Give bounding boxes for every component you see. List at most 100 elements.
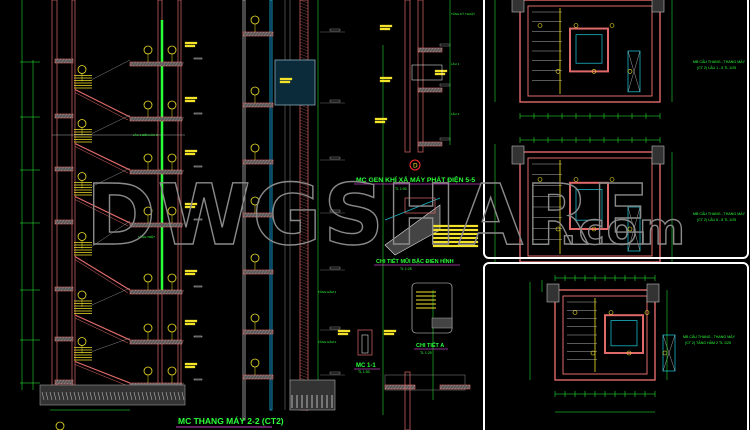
hatch-line — [144, 289, 149, 295]
hatch-line — [426, 141, 431, 147]
level-bubble-icon — [143, 153, 153, 163]
level-label: LẦU 2 — [451, 112, 460, 116]
hatch-line — [432, 87, 437, 93]
annotation-note — [184, 362, 198, 366]
nose-scale: TL 1:25 — [400, 267, 412, 271]
handrail — [91, 114, 131, 134]
annotation-note — [434, 72, 446, 76]
hatch-line — [180, 61, 185, 67]
foundation-pile — [153, 391, 157, 401]
hatch-line — [438, 87, 443, 93]
level-bubble-icon — [143, 323, 153, 333]
hatch-line — [257, 102, 262, 108]
hatch-line — [66, 379, 71, 385]
handrail — [91, 59, 131, 80]
hatch-line — [299, 260, 309, 265]
hatch-line — [242, 159, 247, 165]
hatch-line — [66, 113, 71, 119]
hatch-line — [63, 379, 68, 385]
nose-detail-frame — [411, 282, 453, 334]
level-bubble-icon — [77, 65, 87, 74]
level-mark — [193, 285, 203, 288]
hatch-line — [248, 329, 253, 335]
light-fixture-icon — [537, 23, 543, 28]
hatch-line — [257, 374, 262, 380]
hatch-line — [299, 188, 309, 193]
hatch-line — [159, 289, 164, 295]
hatch-line — [299, 206, 309, 211]
hatch-line — [445, 384, 450, 390]
hatch-line — [156, 116, 161, 122]
hatch-line — [299, 290, 309, 295]
hatch-line — [138, 289, 143, 295]
hatch-line — [299, 320, 309, 325]
hatch-line — [299, 326, 309, 331]
hatch-line — [141, 169, 146, 175]
hatch-line — [417, 87, 422, 93]
hatch-line — [159, 222, 164, 228]
hatch-line — [242, 31, 247, 37]
light-fixture-icon — [609, 23, 615, 28]
stair-flight — [74, 255, 131, 291]
hatch-line — [299, 41, 309, 46]
annotation-note — [379, 24, 393, 28]
hatch-line — [54, 58, 59, 64]
foundation-pile — [145, 391, 149, 401]
hatch-line — [245, 374, 250, 380]
section-1-1 — [357, 329, 373, 356]
hatch-line — [299, 8, 309, 13]
hatch-line — [242, 102, 247, 108]
hatch-line — [129, 339, 134, 345]
annotation-note — [184, 269, 198, 273]
hatch-line — [466, 384, 471, 390]
hatch-line — [144, 116, 149, 122]
foundation — [39, 384, 186, 406]
gen-box — [411, 64, 443, 81]
level-bubble-icon — [167, 323, 177, 333]
hatch-line — [147, 289, 152, 295]
hatch-line — [248, 102, 253, 108]
hatch-line — [177, 61, 182, 67]
cross-line — [627, 50, 641, 92]
slab-detail — [431, 317, 453, 329]
hatch-line — [402, 384, 407, 390]
hatch-line — [171, 61, 176, 67]
hatch-line — [54, 219, 59, 225]
grid-bubble — [409, 159, 421, 171]
section-1-1 — [361, 334, 369, 354]
hatch-line — [423, 87, 428, 93]
hatch-line — [245, 212, 250, 218]
hatch-line — [245, 159, 250, 165]
light-fixture-icon — [644, 310, 650, 315]
hatch-line — [150, 116, 155, 122]
hatch-line — [135, 169, 140, 175]
light-fixture-icon — [609, 177, 615, 182]
level-label: TẦNG HẦM 1 — [318, 290, 337, 294]
detail-a-scale: TL 1:25 — [420, 351, 432, 355]
hatch-line — [174, 289, 179, 295]
hatch-line — [263, 374, 268, 380]
hatch-line — [429, 47, 434, 53]
hatch-line — [299, 140, 309, 145]
hatch-line — [299, 122, 309, 127]
hatch-line — [299, 266, 309, 271]
hatch-line — [153, 289, 158, 295]
hatch-line — [54, 379, 59, 385]
level-bubble-icon — [250, 143, 260, 153]
hatch-line — [299, 23, 309, 28]
handrail — [91, 337, 131, 352]
hatch-line — [435, 141, 440, 147]
column-hatch — [646, 283, 660, 303]
light-fixture-icon — [627, 226, 633, 232]
hatch-line — [266, 102, 271, 108]
hatch-line — [299, 47, 309, 52]
light-fixture-icon — [572, 310, 578, 315]
handrail — [91, 287, 131, 306]
column-hatch — [651, 145, 665, 165]
plan-inner-wall — [562, 295, 648, 375]
level-bubble-icon — [77, 337, 87, 346]
hatch-line — [132, 169, 137, 175]
level-mark — [193, 165, 203, 168]
hatch-line — [144, 339, 149, 345]
hatch-line — [251, 329, 256, 335]
